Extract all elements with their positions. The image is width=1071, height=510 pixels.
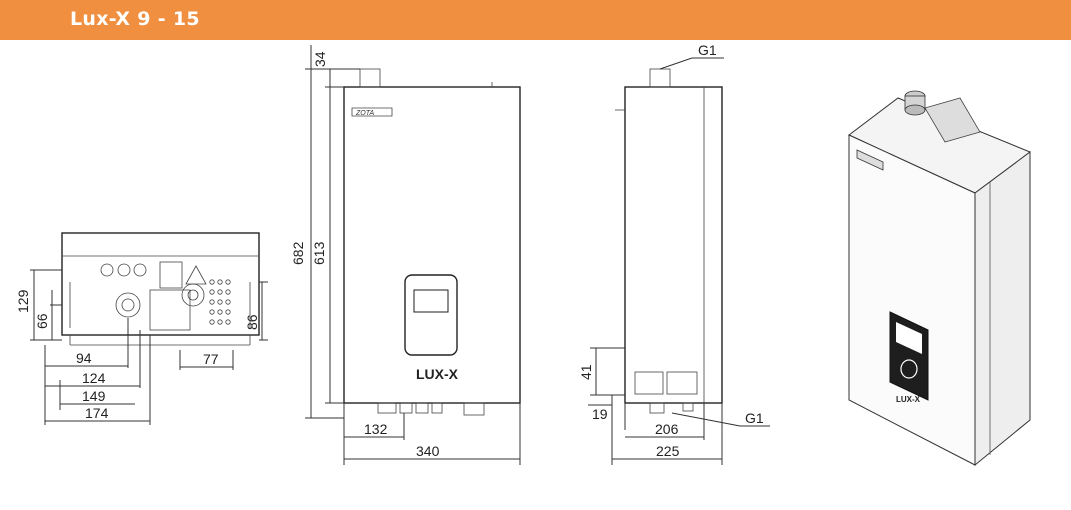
- dim-86: 86: [244, 314, 260, 330]
- dim-174: 174: [85, 405, 109, 421]
- dim-g1-bottom: G1: [745, 410, 764, 426]
- dim-149: 149: [82, 388, 106, 404]
- dim-129: 129: [15, 289, 31, 313]
- dim-225: 225: [656, 443, 680, 459]
- dim-g1-top: G1: [698, 42, 717, 58]
- bottom-view: 129 66 86 94 124 149 174 77: [15, 232, 268, 425]
- iso-panel-label: LUX-X: [896, 395, 921, 404]
- dim-34: 34: [312, 51, 328, 67]
- dim-132: 132: [364, 421, 388, 437]
- dim-41: 41: [578, 364, 594, 380]
- dim-613: 613: [311, 241, 327, 265]
- front-panel-label: LUX-X: [416, 366, 459, 382]
- dim-19: 19: [592, 406, 608, 422]
- dim-124: 124: [82, 370, 106, 386]
- isometric-view: LUX-X: [848, 90, 1032, 467]
- header-bar: Lux-X 9 - 15: [0, 0, 1071, 40]
- dim-77: 77: [203, 351, 219, 367]
- dim-66: 66: [34, 313, 50, 329]
- dim-94: 94: [76, 350, 92, 366]
- svg-text:ZOTA: ZOTA: [355, 110, 374, 117]
- front-view: ZOTA LUX-X 34 682 613 132 340: [290, 45, 521, 465]
- dim-340: 340: [416, 443, 440, 459]
- dim-682: 682: [290, 241, 306, 265]
- dim-206: 206: [655, 421, 679, 437]
- side-view: G1 41 19 G1 206 225: [578, 42, 770, 465]
- header-title: Lux-X 9 - 15: [70, 8, 200, 30]
